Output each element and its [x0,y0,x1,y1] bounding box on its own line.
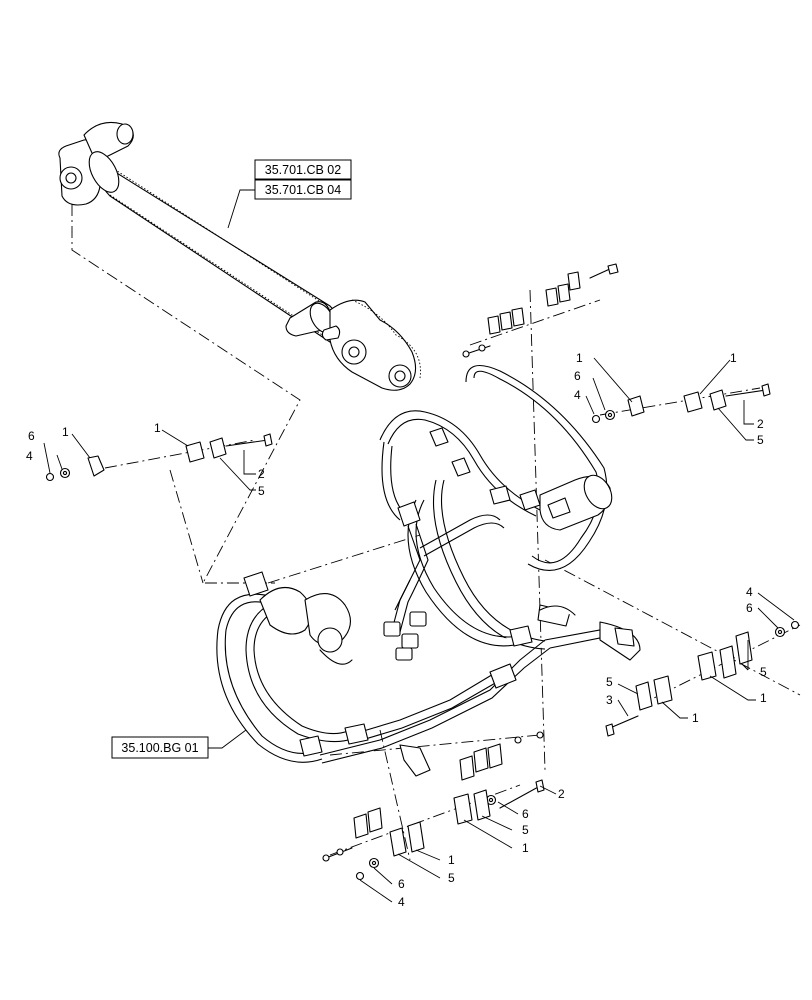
callout-2: 2 [757,417,764,431]
callout-1: 1 [760,691,767,705]
bolt-item-3 [609,715,639,729]
plate-item-5 [635,681,653,711]
callout-6: 6 [746,601,753,615]
callout-4: 4 [398,895,405,909]
callout-2: 2 [258,467,265,481]
nut-item-4 [355,871,365,881]
callout-4: 4 [574,388,581,402]
callout-numbers: 6 4 1 1 2 5 1 6 4 1 2 5 4 6 5 1 5 3 1 2 … [26,351,767,909]
hydraulic-cylinder [58,121,421,391]
callout-5: 5 [522,823,529,837]
callout-1: 1 [730,351,737,365]
reference-box-hose[interactable]: 35.100.BG 01 [111,729,247,759]
plate-item-5 [473,789,491,821]
clamp-group-right [605,592,800,737]
plate-item-5 [719,645,737,679]
callout-4: 4 [26,449,33,463]
hose-harness-upper [379,364,613,661]
bolt-item-2 [499,785,541,809]
clamp-half-item-1 [407,821,425,853]
clamp-half-item-1 [653,675,673,705]
clamp-half-item-1 [683,391,703,413]
reference-label-35-701-cb-04[interactable]: 35.701.CB 04 [265,183,341,197]
callout-1: 1 [576,351,583,365]
callout-1: 1 [154,421,161,435]
nut-item-4 [45,472,55,482]
clamp-half-item-1 [87,455,105,477]
clamp-group-bottom [355,779,557,903]
callout-6: 6 [28,429,35,443]
nut-item-4 [591,414,601,424]
callout-6: 6 [398,877,405,891]
reference-label-35-701-cb-02[interactable]: 35.701.CB 02 [265,163,341,177]
clamp-stack-bottom [322,731,544,862]
callout-4: 4 [746,585,753,599]
callout-3: 3 [606,693,613,707]
bolt-item-2 [725,389,767,397]
callout-1: 1 [62,425,69,439]
callout-5: 5 [448,871,455,885]
plate-item-5 [209,437,227,459]
callout-5: 5 [760,665,767,679]
callout-1: 1 [448,853,455,867]
clamp-group-left [43,429,273,491]
clamp-half-item-1 [627,395,645,417]
clamp-group-upper-right [585,357,771,441]
hose-harness-lower [216,571,641,777]
callout-1: 1 [522,841,529,855]
reference-box-cylinder[interactable]: 35.701.CB 02 35.701.CB 04 [227,159,352,229]
callout-1: 1 [692,711,699,725]
callout-5: 5 [606,675,613,689]
nut-item-4 [790,620,800,630]
clamp-stack-top [462,263,619,358]
clamp-half-item-1 [453,793,473,825]
reference-label-35-100-bg-01[interactable]: 35.100.BG 01 [121,741,198,755]
callout-5: 5 [258,484,265,498]
clamp-half-item-1 [185,441,205,463]
callout-6: 6 [522,807,529,821]
callout-2: 2 [558,787,565,801]
bolt-item-2 [225,439,269,447]
callout-5: 5 [757,433,764,447]
plate-item-5 [389,827,407,857]
clamp-half-item-1 [697,651,717,681]
plate-item-5 [709,389,727,411]
plate-item-5 [735,631,753,665]
callout-6: 6 [574,369,581,383]
